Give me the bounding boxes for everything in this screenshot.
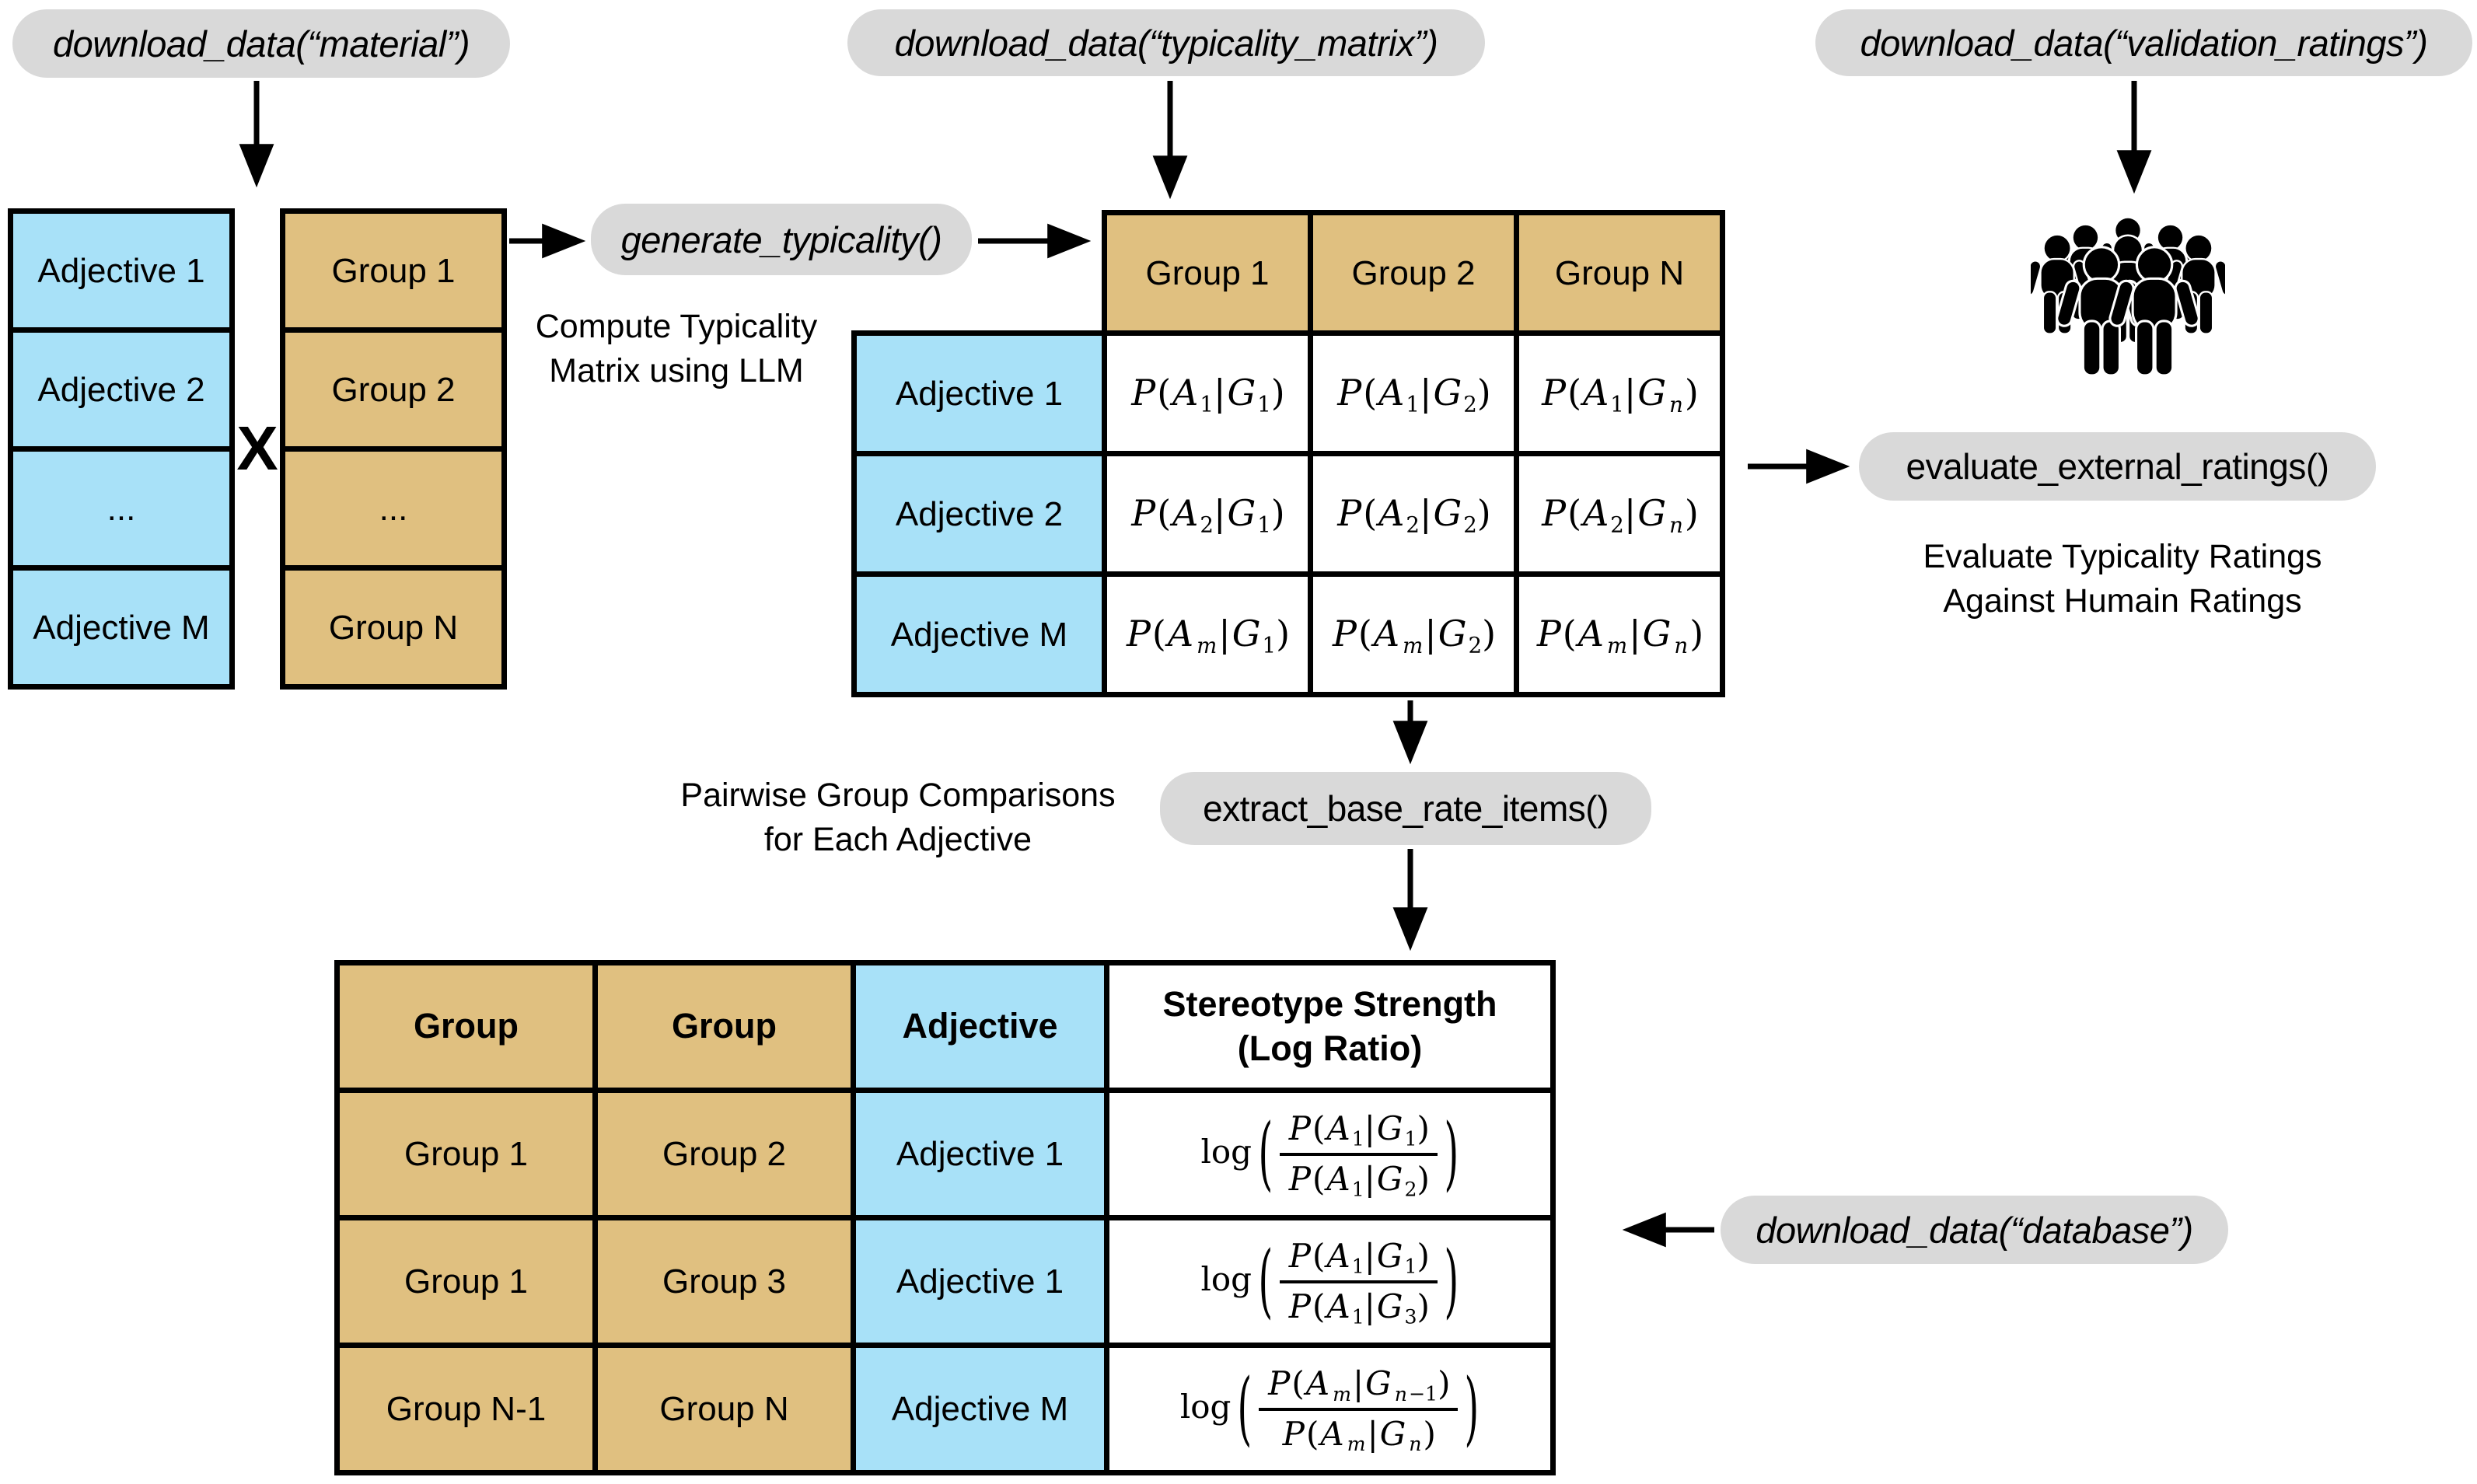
base-table-cell-group: Group 1 xyxy=(340,1220,592,1343)
matrix-cell: P(A1|G2) xyxy=(1313,336,1514,451)
base-table-header: Adjective xyxy=(856,965,1104,1088)
adjective-list-item: Adjective 1 xyxy=(13,214,229,327)
base-table-cell-group: Group 3 xyxy=(598,1220,851,1343)
adjective-list-item: ... xyxy=(13,452,229,565)
pill-download-database: download_data(“database”) xyxy=(1721,1196,2228,1264)
multiply-operator: X xyxy=(236,414,278,483)
matrix-cell: P(A1|G1) xyxy=(1107,336,1308,451)
matrix-col-header: Group 1 xyxy=(1107,215,1308,330)
matrix-col-header: Group 2 xyxy=(1313,215,1514,330)
matrix-cell: P(A2|G2) xyxy=(1313,456,1514,571)
base-table-header: Group xyxy=(340,965,592,1088)
annotation-pairwise-comparisons: Pairwise Group Comparisons for Each Adje… xyxy=(680,777,1116,858)
matrix-row-header: Adjective 2 xyxy=(857,456,1102,571)
pill-download-typicality-matrix: download_data(“typicality_matrix”) xyxy=(847,9,1485,76)
pill-download-validation-ratings: download_data(“validation_ratings”) xyxy=(1815,9,2472,76)
base-table-cell-group: Group N-1 xyxy=(340,1348,592,1470)
matrix-row-header: Adjective M xyxy=(857,577,1102,692)
base-table-cell-group: Group 1 xyxy=(340,1093,592,1215)
base-table-cell-group: Group N xyxy=(598,1348,851,1470)
adjective-list-item: Adjective M xyxy=(13,571,229,684)
group-list-item: Group 1 xyxy=(285,214,501,327)
adjective-list-item: Adjective 2 xyxy=(13,333,229,446)
matrix-cell: P(A2|G1) xyxy=(1107,456,1308,571)
base-table-cell-adjective: Adjective 1 xyxy=(856,1220,1104,1343)
annotation-evaluate-ratings: Evaluate Typicality Ratings Against Huma… xyxy=(1923,538,2322,620)
group-list-item: Group 2 xyxy=(285,333,501,446)
base-table-cell-log-ratio: log(P(A1|G1)P(A1|G2)) xyxy=(1109,1093,1550,1215)
base-table-cell-adjective: Adjective 1 xyxy=(856,1093,1104,1215)
crowd-people-icon-svg xyxy=(2031,204,2225,398)
group-list-item: Group N xyxy=(285,571,501,684)
base-table-cell-log-ratio: log(P(A1|G1)P(A1|G3)) xyxy=(1109,1220,1550,1343)
base-table-cell-adjective: Adjective M xyxy=(856,1348,1104,1470)
pill-extract-base-rate-items: extract_base_rate_items() xyxy=(1160,772,1651,845)
base-table-header: Group xyxy=(598,965,851,1088)
annotation-compute-typicality: Compute Typicality Matrix using LLM xyxy=(535,308,818,389)
pill-evaluate-external-ratings: evaluate_external_ratings() xyxy=(1859,432,2376,501)
matrix-row-header: Adjective 1 xyxy=(857,336,1102,451)
crowd-people-icon xyxy=(2031,204,2225,402)
pill-download-material: download_data(“material”) xyxy=(12,9,510,78)
matrix-col-header: Group N xyxy=(1519,215,1720,330)
pill-generate-typicality: generate_typicality() xyxy=(591,204,972,275)
group-list-item: ... xyxy=(285,452,501,565)
base-table-cell-group: Group 2 xyxy=(598,1093,851,1215)
base-table-header: Stereotype Strength (Log Ratio) xyxy=(1109,965,1550,1088)
